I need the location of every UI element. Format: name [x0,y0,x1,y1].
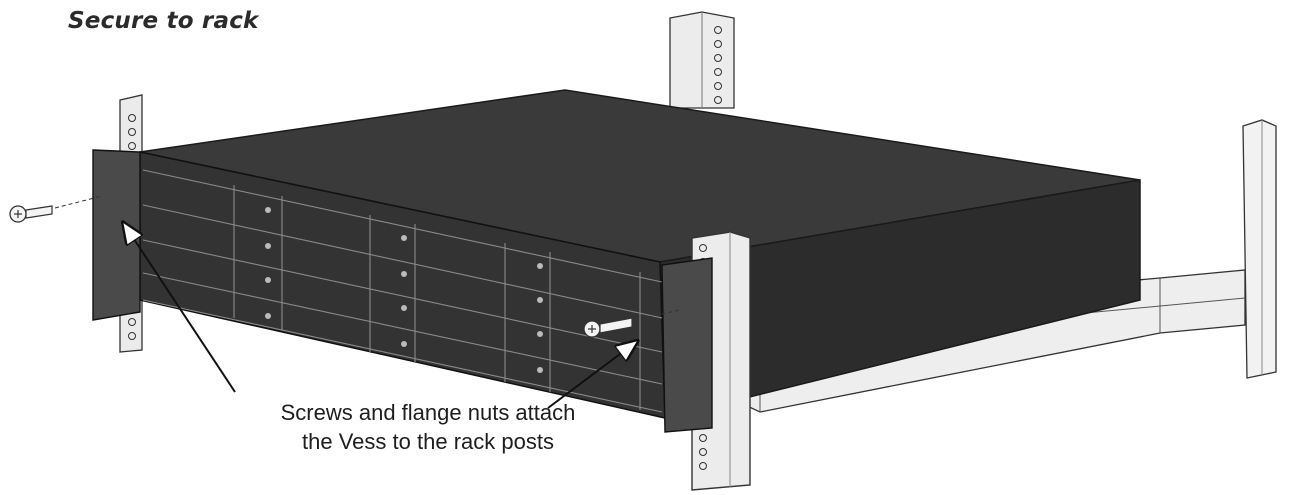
diagram-title: Secure to rack [68,8,259,34]
callout-line-2: the Vess to the rack posts [302,429,554,454]
screw-icon [583,317,633,338]
callout-line-1: Screws and flange nuts attach [280,400,576,425]
right-mounting-ear [661,257,713,433]
rack-post-back-right [1242,119,1277,379]
screw-path-right [633,309,681,321]
left-mounting-ear [92,149,141,321]
arrow-icon [124,224,236,393]
rack-post-back-center [669,11,735,109]
screw-path-left [54,195,103,209]
arrow-icon [547,342,636,409]
screw-icon [9,205,53,223]
drive-latch-icons [265,207,543,373]
callout-text: Screws and flange nuts attach the Vess t… [178,398,678,456]
